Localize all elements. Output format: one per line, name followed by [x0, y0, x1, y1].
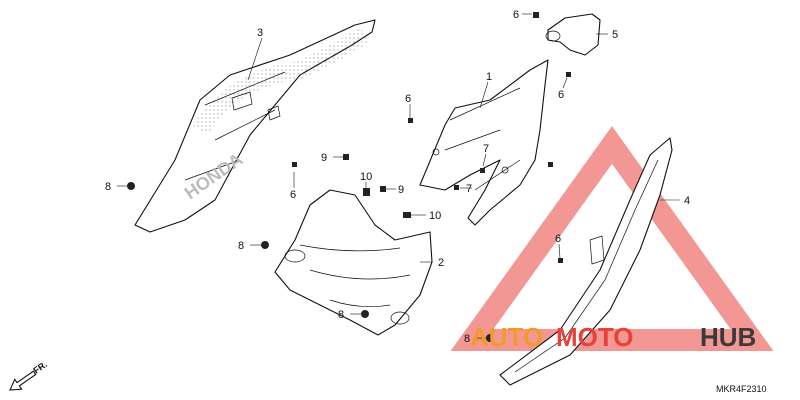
callout-labels: 3 1 2 4 5 6 6 6 6 6 7 7 8 8 8 8 9 9 10 1…: [105, 9, 690, 345]
fastener-6-bracket: [408, 118, 413, 123]
front-arrow-icon: [9, 370, 37, 391]
watermark-moto: MOTO: [556, 322, 634, 352]
front-direction-indicator: FR.: [9, 359, 49, 391]
callout-10-b: 10: [429, 210, 441, 222]
fastener-10-b: [403, 212, 411, 218]
callout-1: 1: [486, 71, 492, 83]
callout-9-b: 9: [398, 184, 404, 196]
part-5-upper-cap: [545, 13, 601, 56]
fastener-10-a: [363, 188, 370, 196]
fastener-7-a: [480, 168, 485, 173]
fasteners: [127, 12, 571, 342]
part-1-inner-bracket: [419, 59, 549, 226]
callout-4: 4: [684, 195, 690, 207]
callout-8-bottom: 8: [338, 309, 344, 321]
part-2-center-cover: [274, 189, 433, 336]
fastener-6-cover4: [558, 258, 563, 263]
fastener-7-b: [454, 185, 459, 190]
fastener-9-a: [343, 154, 349, 160]
callout-3: 3: [257, 27, 263, 39]
callout-10-a: 10: [360, 171, 372, 183]
watermark-logo: AUTO MOTO HUB: [470, 322, 756, 352]
fastener-9-b: [380, 186, 386, 192]
callout-6-cover3: 6: [290, 189, 296, 201]
callout-6-cap: 6: [558, 89, 564, 101]
watermark-hub: HUB: [700, 322, 756, 352]
fr-label: FR.: [31, 359, 49, 376]
callout-5: 5: [612, 29, 618, 41]
leader-lines: [117, 13, 680, 339]
fastener-8-right: [486, 334, 494, 342]
callout-6-cover4: 6: [555, 233, 561, 245]
callout-8-right: 8: [464, 333, 470, 345]
watermark-auto: AUTO: [470, 322, 543, 352]
callout-6-bracket: 6: [405, 93, 411, 105]
fastener-6-cover3: [292, 162, 297, 167]
fastener-8-left: [127, 182, 135, 190]
watermark-triangle: [450, 126, 774, 351]
part-4-right-side-cover: [499, 137, 673, 386]
callout-7-a: 7: [483, 143, 489, 155]
callout-8-center: 8: [238, 240, 244, 252]
callout-8-left: 8: [105, 181, 111, 193]
callout-9-a: 9: [321, 152, 327, 164]
fastener-6-cap: [566, 72, 571, 77]
diagram-code: MKR4F2310: [716, 384, 767, 394]
fastener-6-top: [533, 12, 539, 18]
callout-7-b: 7: [466, 183, 472, 195]
callout-6-top: 6: [513, 9, 519, 21]
fastener-6-right: [548, 162, 553, 167]
fastener-8-center: [261, 241, 269, 249]
fastener-8-bottom: [361, 310, 369, 318]
callout-2: 2: [438, 257, 444, 269]
